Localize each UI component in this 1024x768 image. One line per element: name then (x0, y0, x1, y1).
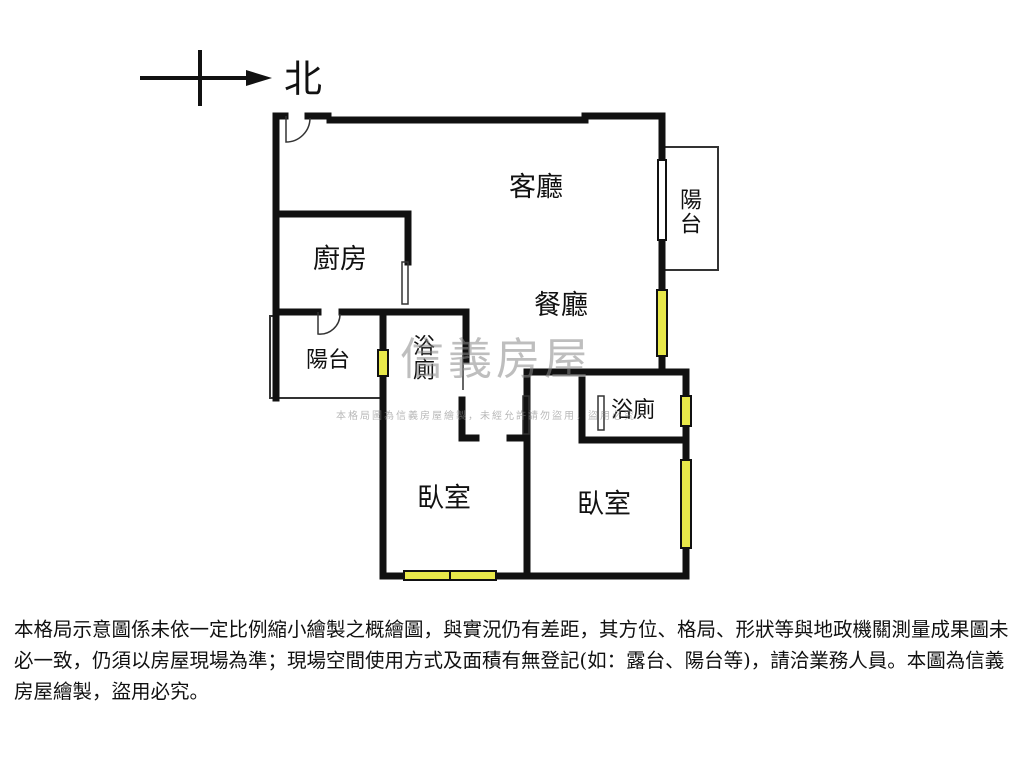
kitchen-label: 廚房 (313, 244, 367, 275)
dining-room-label: 餐廳 (534, 290, 588, 321)
watermark-notice: 本格局圖為信義房屋繪製，未經允許請勿盜用，盜用必究 (336, 411, 636, 422)
windows (377, 159, 692, 581)
bedroom-2-label: 臥室 (577, 489, 631, 520)
floor-plan (140, 50, 719, 581)
balcony-right-label: 陽台 (676, 188, 701, 236)
north-label: 北 (284, 57, 323, 101)
bathroom-2-label: 浴廁 (611, 398, 656, 423)
disclaimer-text: 本格局示意圖係未依一定比例縮小繪製之概繪圖，與實況仍有差距，其方位、格局、形狀等… (14, 618, 1009, 703)
balcony-left-label: 陽台 (306, 348, 351, 373)
living-room-label: 客廳 (509, 172, 563, 203)
brand-watermark: 信義房屋 (400, 334, 592, 385)
doors (285, 116, 605, 435)
bathroom-1-label: 浴廁 (409, 334, 434, 382)
bedroom-1-label: 臥室 (417, 483, 471, 514)
north-arrow-icon (140, 50, 272, 106)
